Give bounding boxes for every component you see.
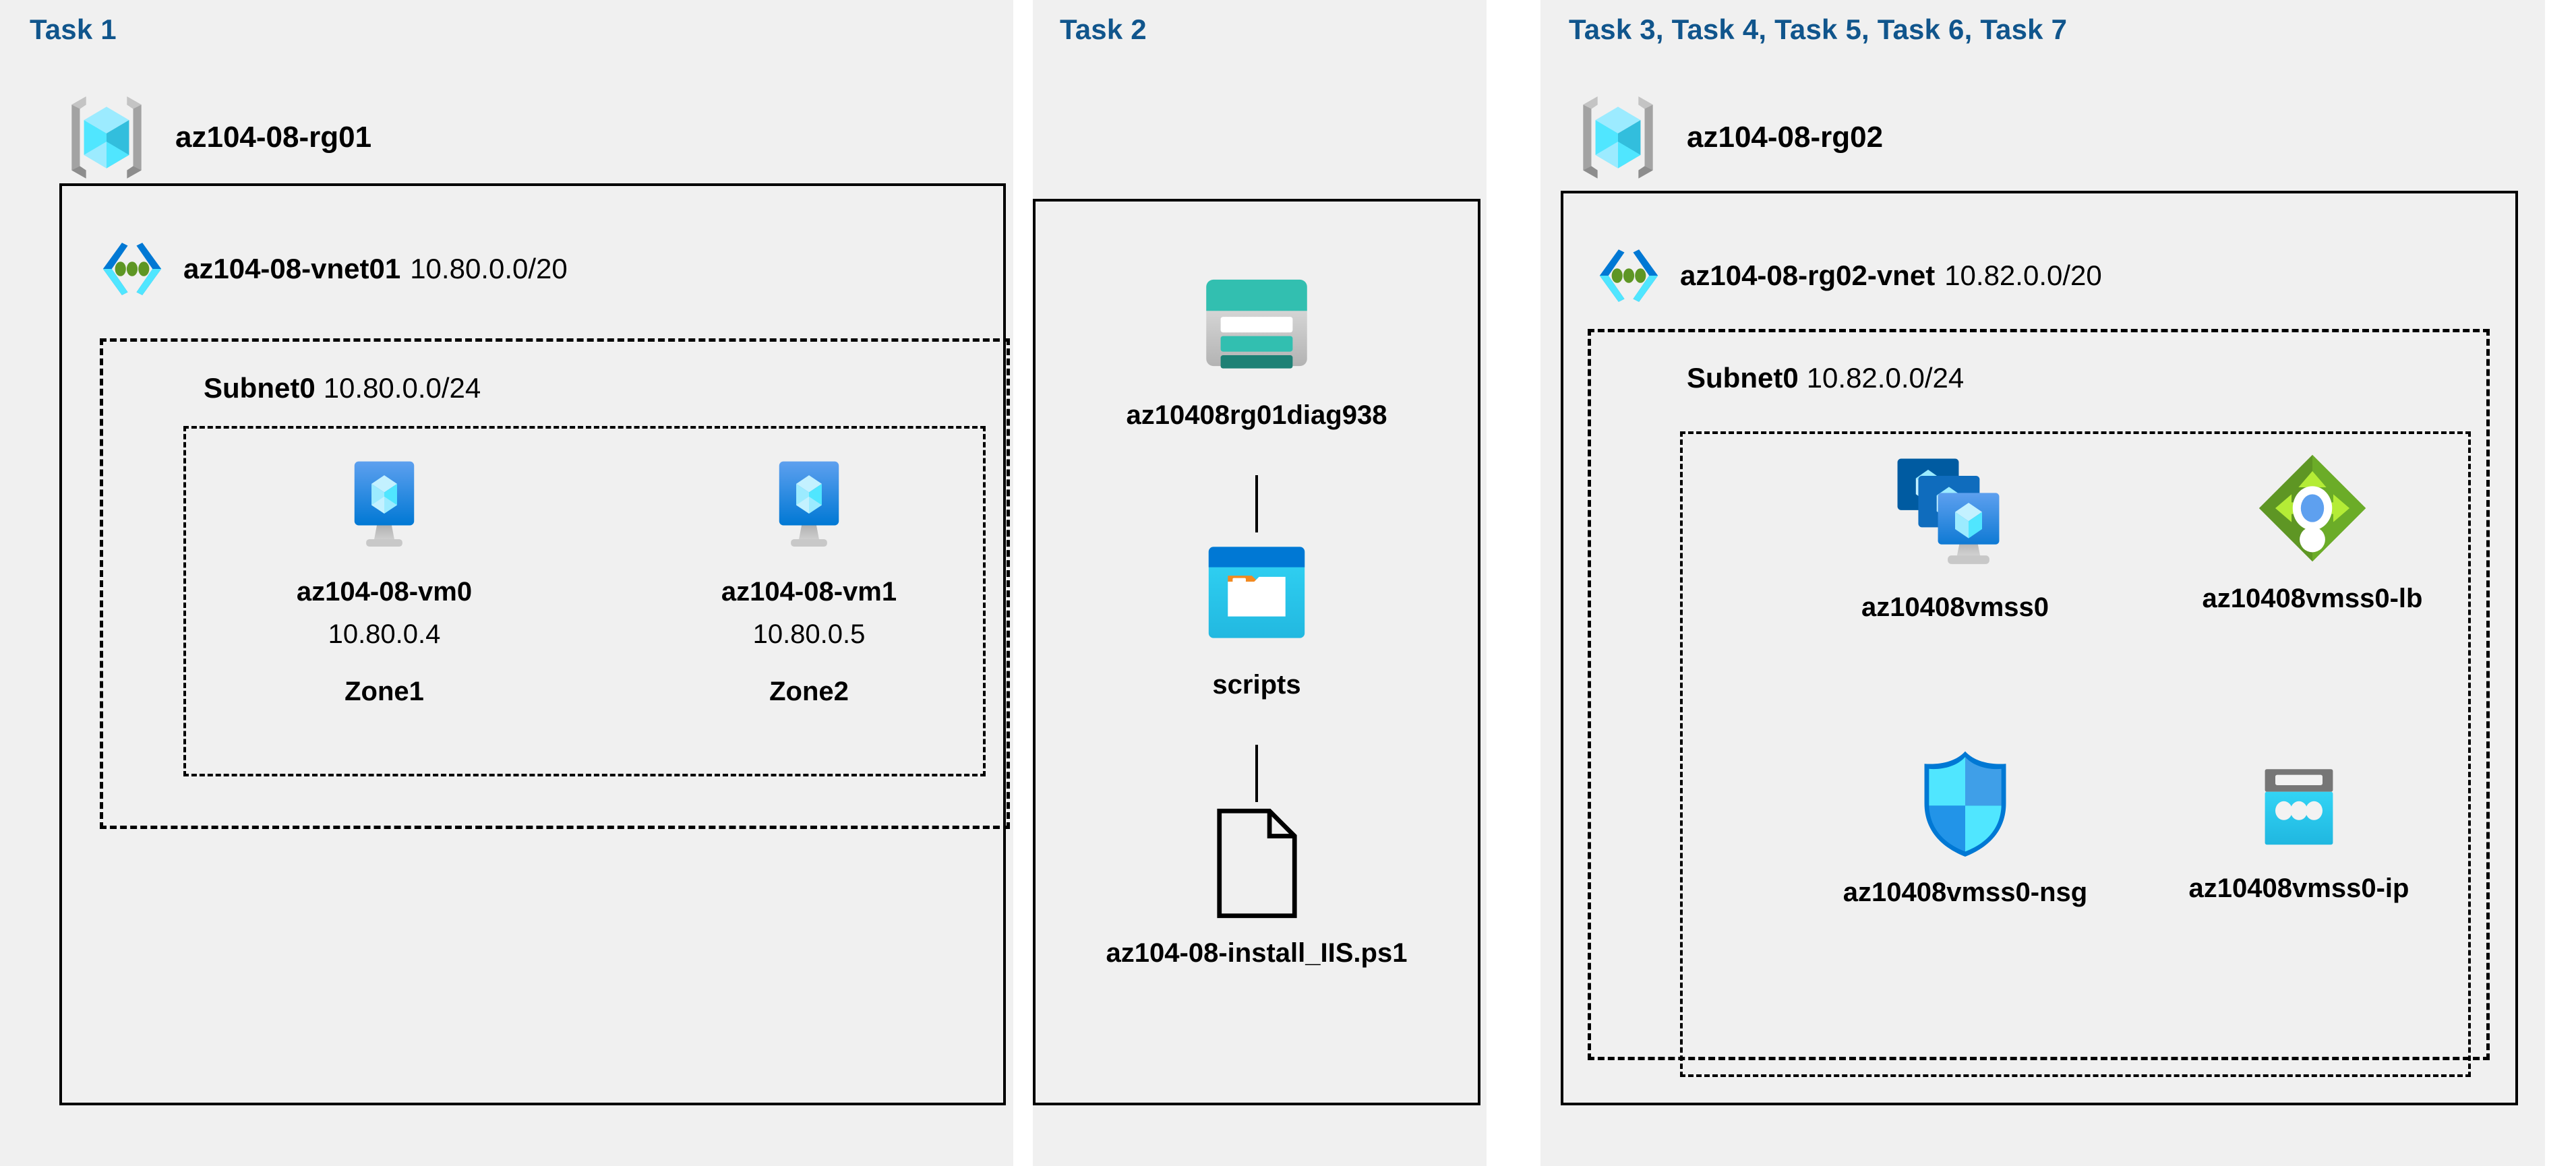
node-az10408vmss0-lb[interactable]: az10408vmss0-lb [2164,450,2461,614]
node-az10408vmss0-ip[interactable]: az10408vmss0-ip [2164,762,2434,904]
node-label: az10408vmss0-lb [2202,584,2423,613]
load-balancer-icon [2254,450,2370,566]
node-label: az10408vmss0 [1861,592,2049,622]
task3-vnet-header: az104-08-rg02-vnet 10.82.0.0/20 [1592,239,2102,312]
connector-container-to-script [1255,745,1258,802]
resource-group-icon [55,86,158,189]
node-az104-08-vm0[interactable]: az104-08-vm0 10.80.0.4 Zone1 [263,453,506,707]
node-az104-08-install-iis-ps1[interactable]: az104-08-install_IIS.ps1 [1085,806,1428,969]
task1-subnet-box [100,338,1010,829]
task3-resource-group-name: az104-08-rg02 [1687,121,1884,154]
node-az104-08-vm1[interactable]: az104-08-vm1 10.80.0.5 Zone2 [688,453,930,707]
node-label: scripts [1212,670,1301,700]
node-label: az10408vmss0-ip [2188,873,2409,903]
node-zone: Zone2 [769,677,849,706]
task1-vnet-header: az104-08-vnet01 10.80.0.0/20 [96,233,568,305]
task1-vnet-cidr: 10.80.0.0/20 [410,253,568,284]
node-label: az104-08-install_IIS.ps1 [1106,938,1408,968]
task3-vnet-name: az104-08-rg02-vnet [1680,259,1936,291]
task3-vnet-cidr: 10.82.0.0/20 [1944,259,2102,291]
blob-container-icon [1197,532,1317,652]
node-az10408rg01diag938[interactable]: az10408rg01diag938 [1095,263,1418,431]
node-az10408vmss0[interactable]: az10408vmss0 [1820,450,2090,623]
node-label: az10408rg01diag938 [1126,400,1387,430]
node-ip: 10.80.0.5 [752,619,866,649]
task2-label: Task 2 [1060,13,1147,45]
task1-subnet-name: Subnet0 [204,372,316,404]
task3-resource-group: az104-08-rg02 [1567,86,1883,189]
task1-resource-group-name: az104-08-rg01 [175,121,372,154]
node-scripts[interactable]: scripts [1135,532,1378,700]
node-label: az104-08-vm0 [296,577,473,607]
task3-resources-box [1680,431,2471,1077]
connector-storage-to-container [1255,475,1258,532]
task3-subnet-header: Subnet0 10.82.0.0/24 [1687,362,1964,394]
task3-label: Task 3, Task 4, Task 5, Task 6, Task 7 [1569,13,2068,45]
public-ip-address-icon [2252,762,2346,856]
node-label: az104-08-vm1 [721,577,897,607]
node-az10408vmss0-nsg[interactable]: az10408vmss0-nsg [1820,747,2110,908]
node-zone: Zone1 [345,677,424,706]
vm-scale-set-icon [1888,450,2023,575]
task1-resource-group: az104-08-rg01 [55,86,371,189]
task1-label: Task 1 [30,13,117,45]
task1-subnet-header: Subnet0 10.80.0.0/24 [204,372,481,404]
storage-account-icon [1197,263,1317,383]
node-label: az10408vmss0-nsg [1843,878,2088,907]
task1-vnet-name: az104-08-vnet01 [183,253,401,284]
task1-vnet-box [59,183,1006,1105]
script-file-icon [1215,806,1299,921]
virtual-machine-icon [331,453,438,559]
task1-zones-box [183,426,986,776]
task3-subnet-name: Subnet0 [1687,362,1799,394]
virtual-network-icon [96,233,169,305]
virtual-network-icon [1592,239,1665,312]
task3-subnet-cidr: 10.82.0.0/24 [1806,362,1965,394]
virtual-machine-icon [756,453,862,559]
node-ip: 10.80.0.4 [328,619,441,649]
task3-vnet-box [1561,191,2518,1105]
task3-subnet-box [1588,329,2490,1060]
task1-subnet-cidr: 10.80.0.0/24 [323,372,481,404]
resource-group-icon [1567,86,1669,189]
network-security-group-icon [1915,747,2015,860]
